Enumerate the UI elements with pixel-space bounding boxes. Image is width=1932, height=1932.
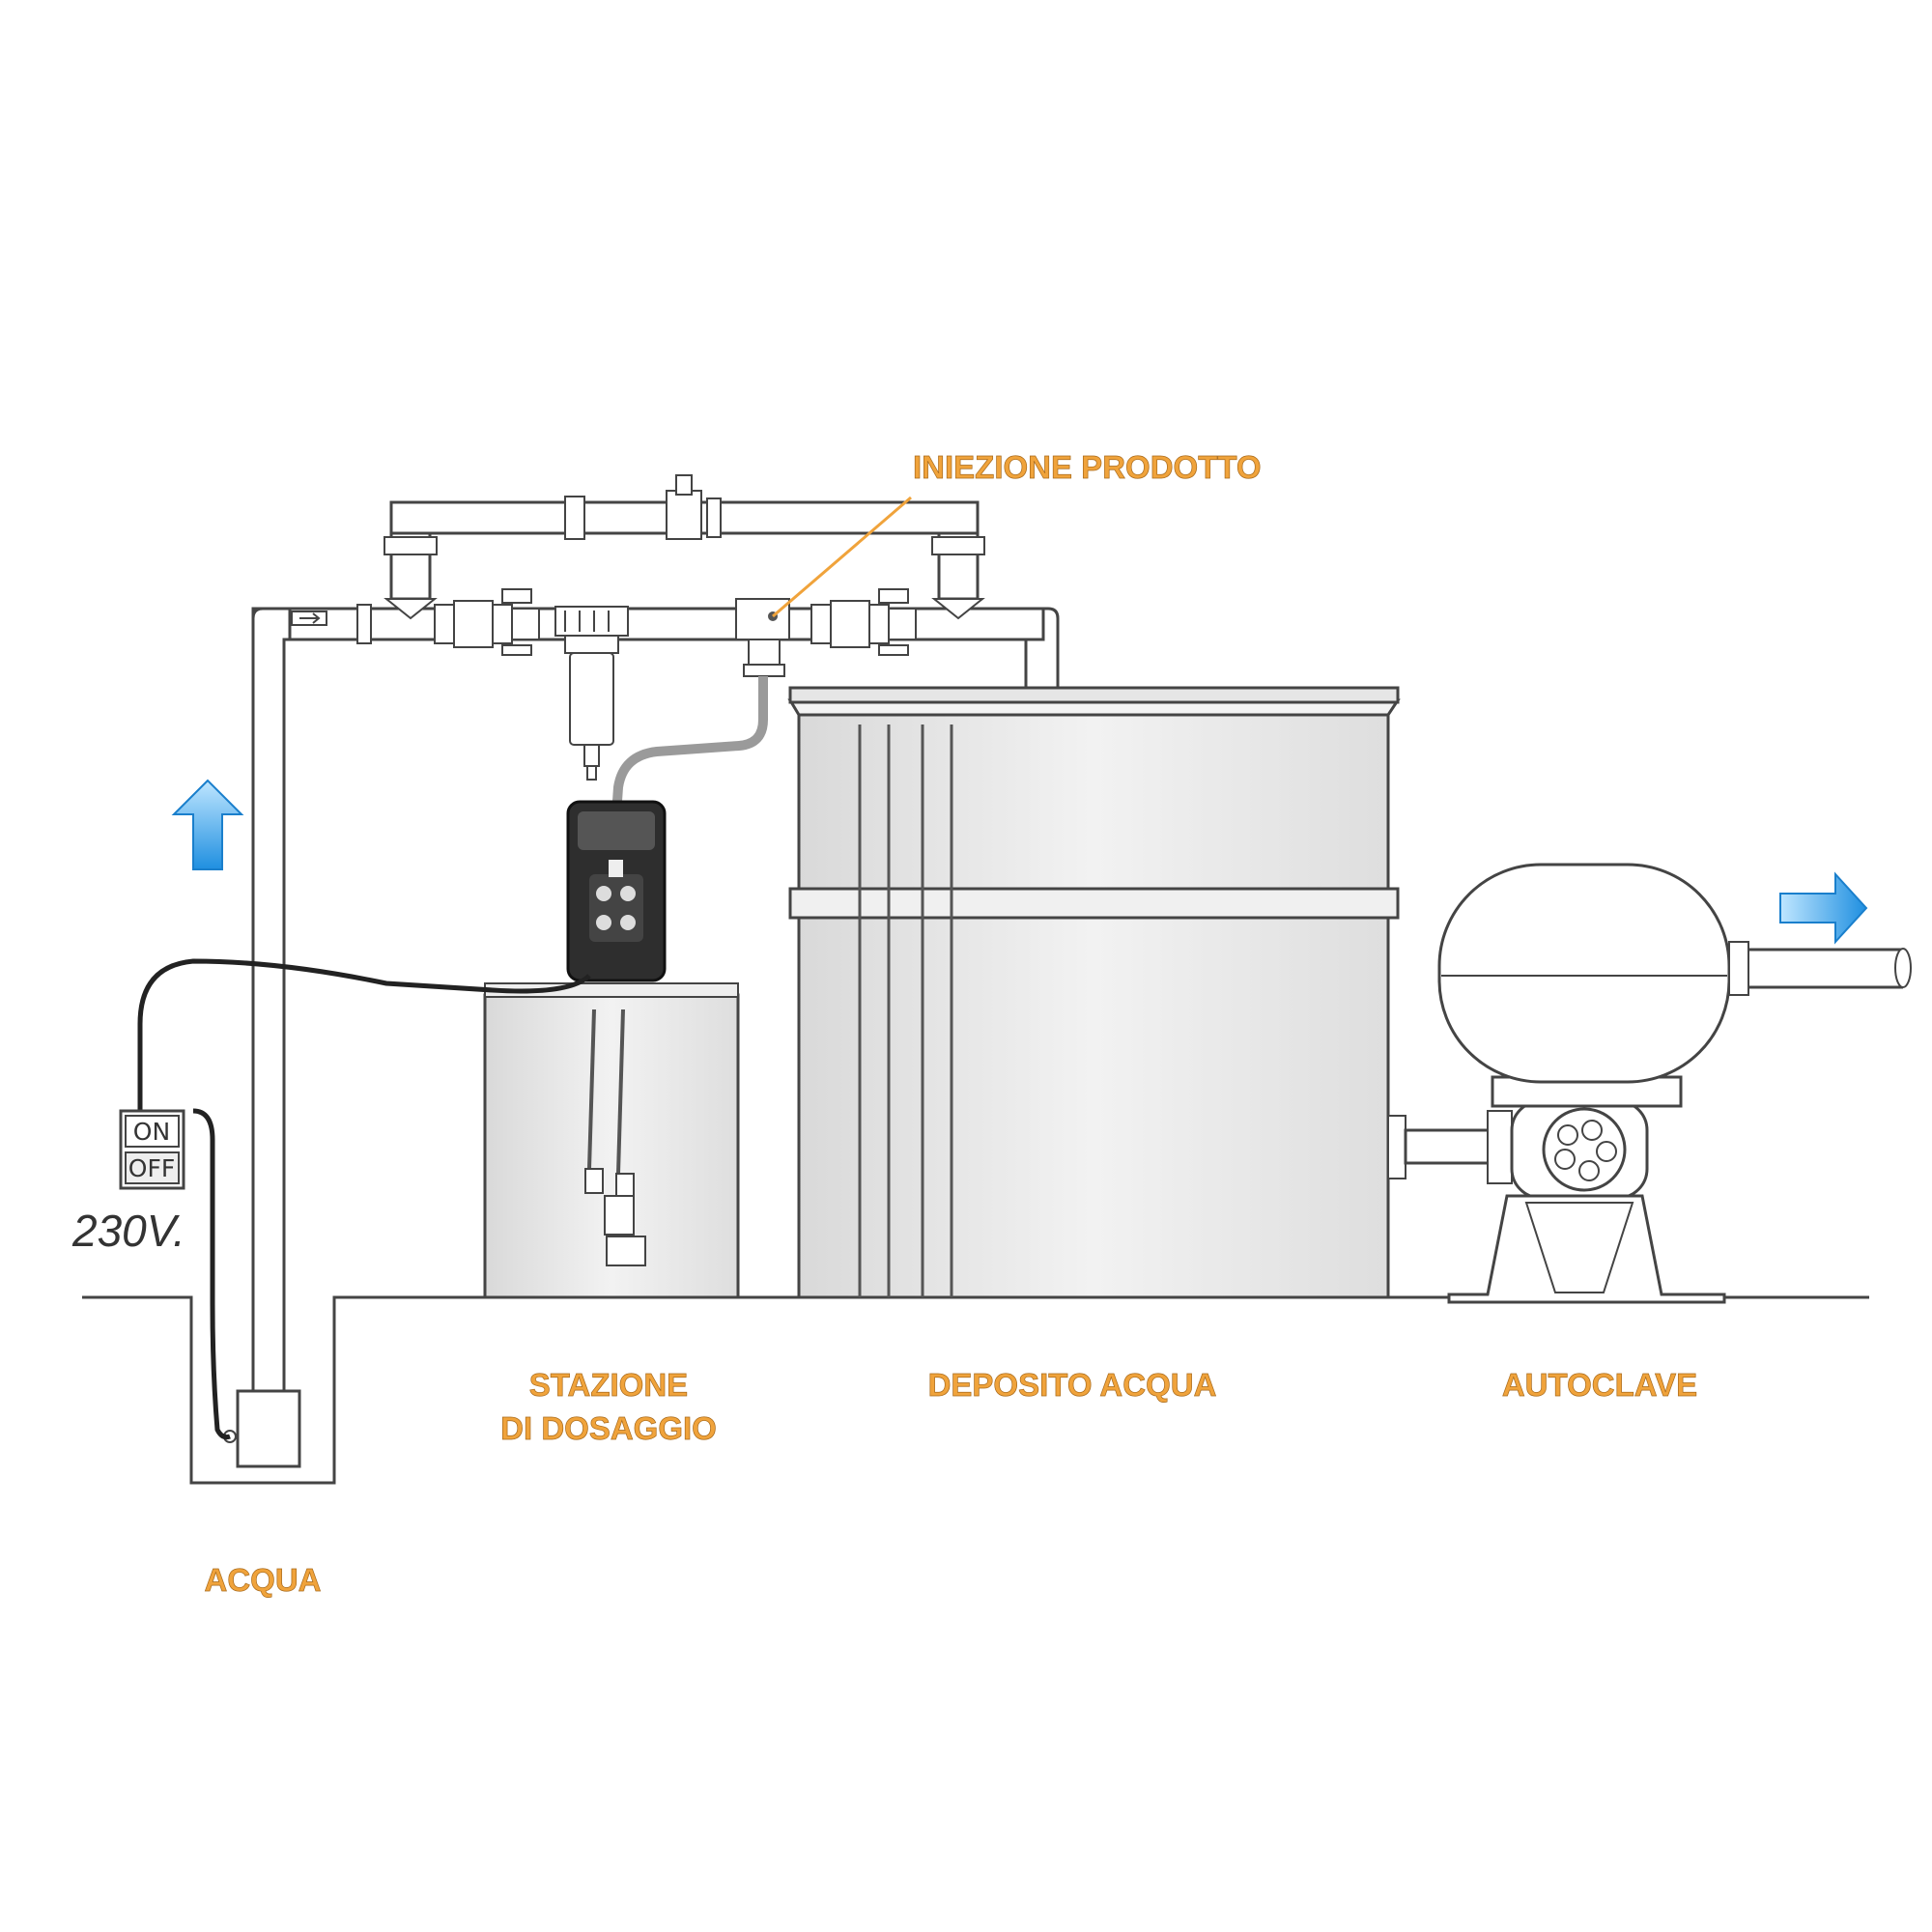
label-di-dosaggio: DI DOSAGGIO bbox=[500, 1410, 717, 1446]
power-switch: ON OFF bbox=[121, 1111, 184, 1188]
switch-off-label: OFF bbox=[128, 1154, 175, 1182]
label-stazione: STAZIONE bbox=[529, 1367, 688, 1403]
filter bbox=[555, 607, 628, 780]
label-deposito-acqua: DEPOSITO ACQUA bbox=[928, 1367, 1217, 1403]
arrow-right-icon bbox=[1780, 874, 1866, 942]
main-pipe bbox=[290, 605, 1058, 696]
label-acqua: ACQUA bbox=[205, 1562, 322, 1598]
water-tank bbox=[790, 688, 1406, 1297]
valve-left bbox=[435, 589, 539, 655]
rising-pipe bbox=[253, 609, 290, 1391]
voltage-label: 230V. bbox=[71, 1206, 185, 1256]
valve-right bbox=[811, 589, 916, 655]
dosing-station bbox=[485, 983, 738, 1297]
dosing-pump bbox=[568, 802, 665, 980]
submersible-pump bbox=[224, 1391, 299, 1466]
label-autoclave: AUTOCLAVE bbox=[1502, 1367, 1697, 1403]
switch-on-label: ON bbox=[133, 1118, 170, 1146]
label-iniezione-prodotto: INIEZIONE PRODOTTO bbox=[913, 449, 1262, 485]
arrow-up-icon bbox=[174, 781, 242, 869]
